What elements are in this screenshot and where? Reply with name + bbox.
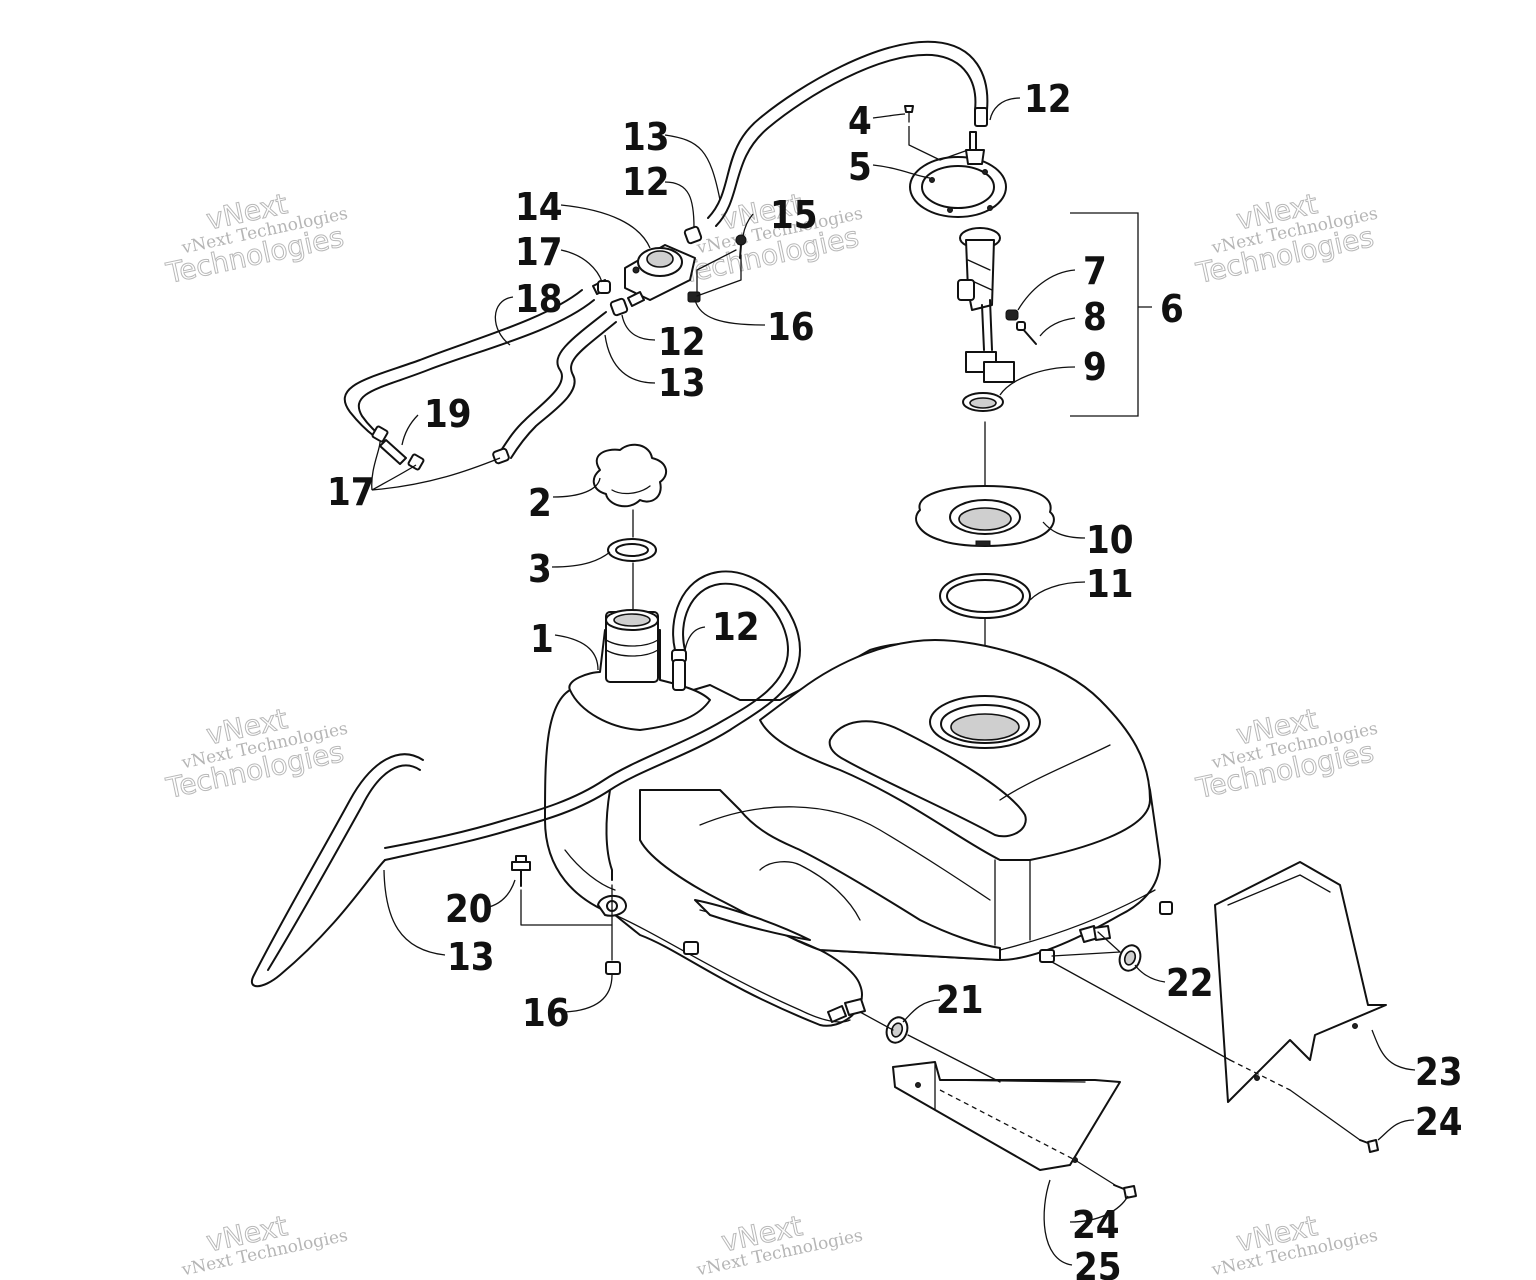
assembly-bracket-lines <box>696 249 742 297</box>
callout-3: 3 <box>528 547 552 591</box>
nut-16-bottom <box>605 961 621 975</box>
bolt-20 <box>511 855 531 887</box>
callout-23: 23 <box>1415 1050 1463 1094</box>
callout-17-top: 17 <box>515 230 563 274</box>
watermark-8: vNext vNext Technologies <box>694 1209 864 1280</box>
callout-21: 21 <box>936 978 984 1022</box>
nut-16-top <box>687 291 701 303</box>
vent-hose-upper <box>707 40 989 227</box>
watermark-7: vNext vNext Technologies <box>179 1209 349 1280</box>
callout-7: 7 <box>1083 249 1107 293</box>
callout-13-mid: 13 <box>658 361 706 405</box>
watermark-9: vNext vNext Technologies <box>1209 1209 1379 1280</box>
callout-24-right: 24 <box>1415 1100 1463 1144</box>
hose-13-mid <box>499 311 617 459</box>
fuel-tank-1 <box>544 609 1173 1027</box>
leader-lines <box>371 97 1416 1266</box>
callout-22: 22 <box>1166 961 1214 1005</box>
screw-15 <box>735 234 747 259</box>
callout-13-bottom: 13 <box>447 935 495 979</box>
hose-18 <box>343 289 595 439</box>
callout-8: 8 <box>1083 295 1107 339</box>
grommet-21 <box>885 1016 909 1044</box>
callout-6: 6 <box>1160 287 1184 331</box>
callout-9: 9 <box>1083 345 1107 389</box>
screw-24-bottom <box>1113 1184 1137 1199</box>
pump-assembly-6 <box>957 131 1015 383</box>
watermark-6: vNext vNext Technologies Technologies <box>1192 702 1379 806</box>
callout-1: 1 <box>530 617 554 661</box>
bracket-20 <box>520 884 613 926</box>
callout-20: 20 <box>445 887 493 931</box>
screw-24-right <box>1359 1139 1379 1153</box>
hose-13-left <box>251 753 613 988</box>
vent-hose-tank <box>384 570 801 861</box>
heat-shield-23 <box>1214 861 1387 1103</box>
callout-12-valve-bottom: 12 <box>658 320 706 364</box>
nut-7 <box>1005 309 1019 321</box>
callout-5: 5 <box>848 145 872 189</box>
callout-17-bottom: 17 <box>327 470 375 514</box>
heat-shield-25 <box>892 1061 1121 1171</box>
callout-10: 10 <box>1086 518 1134 562</box>
callout-12-top-right: 12 <box>1024 77 1072 121</box>
pump-flange-5 <box>909 156 1007 218</box>
callout-15: 15 <box>770 193 818 237</box>
callout-12-valve-top: 12 <box>622 160 670 204</box>
filter-ring-9 <box>962 392 1004 412</box>
screw-4 <box>904 105 914 123</box>
callout-16-top: 16 <box>767 305 815 349</box>
callout-25: 25 <box>1074 1245 1122 1280</box>
callout-19: 19 <box>424 392 472 436</box>
callout-12-tank: 12 <box>712 605 760 649</box>
watermark-1: vNext vNext Technologies Technologies <box>162 187 349 291</box>
callout-4: 4 <box>848 99 872 143</box>
callout-13-top: 13 <box>622 115 670 159</box>
watermark-4: vNext vNext Technologies Technologies <box>162 702 349 806</box>
gasket-11 <box>939 573 1031 619</box>
callout-2: 2 <box>528 481 552 525</box>
check-valve-14 <box>592 244 696 307</box>
cap-seal-3 <box>607 538 657 562</box>
assembly-axis-lines <box>859 931 1361 1186</box>
callout-16-bottom: 16 <box>522 991 570 1035</box>
callout-14: 14 <box>515 185 563 229</box>
callout-24-bottom: 24 <box>1072 1203 1120 1247</box>
callouts: 1 2 3 4 5 6 7 8 9 10 11 12 12 12 12 13 1… <box>327 77 1463 1280</box>
fuel-cap-2 <box>592 443 668 508</box>
bracket-6 <box>1070 212 1152 417</box>
grommet-22 <box>1118 944 1142 972</box>
bolt-8 <box>1016 321 1037 345</box>
callout-11: 11 <box>1086 562 1134 606</box>
callout-18: 18 <box>515 277 563 321</box>
hose-clamps-12-17 <box>371 225 703 663</box>
lock-ring-10 <box>915 485 1055 547</box>
watermark-3: vNext vNext Technologies Technologies <box>1192 187 1379 291</box>
